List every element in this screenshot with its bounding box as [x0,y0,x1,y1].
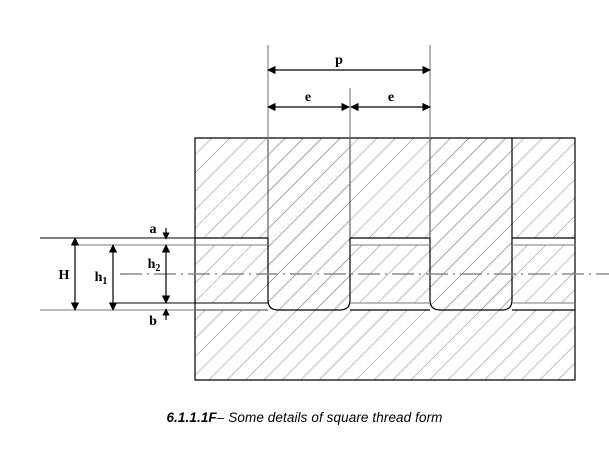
thread-teeth [268,138,512,310]
half-pitch-right-label: e [388,90,394,105]
dimension-half-pitch-right: e [350,90,431,112]
height-H-label: H [59,268,70,283]
figure-number: 6.1.1.1F [166,410,217,425]
body-outline [194,137,576,381]
dimension-H: H [59,237,80,311]
dimension-half-pitch-left: e [267,90,350,112]
tooth-outlines [267,138,513,311]
clearance-b-label: b [149,314,157,329]
half-pitch-left-label: e [305,90,311,105]
caption-dash: – [216,410,225,425]
dimension-clearance-b: b [149,308,170,329]
height-h2-label: h2 [148,257,161,274]
dimension-h1: h1 [95,244,118,311]
figure-caption: 6.1.1.1F– Some details of square thread … [0,410,609,425]
height-h1-label: h1 [95,270,108,287]
top-extension-lines [267,45,431,238]
dimension-pitch: p [267,53,431,75]
dimension-clearance-a: a [150,222,170,240]
pitch-label: p [335,53,343,68]
caption-text: Some details of square thread form [228,410,443,425]
thread-body-section [195,138,575,380]
clearance-a-label: a [150,222,157,237]
dimension-h2: h2 [148,244,171,304]
